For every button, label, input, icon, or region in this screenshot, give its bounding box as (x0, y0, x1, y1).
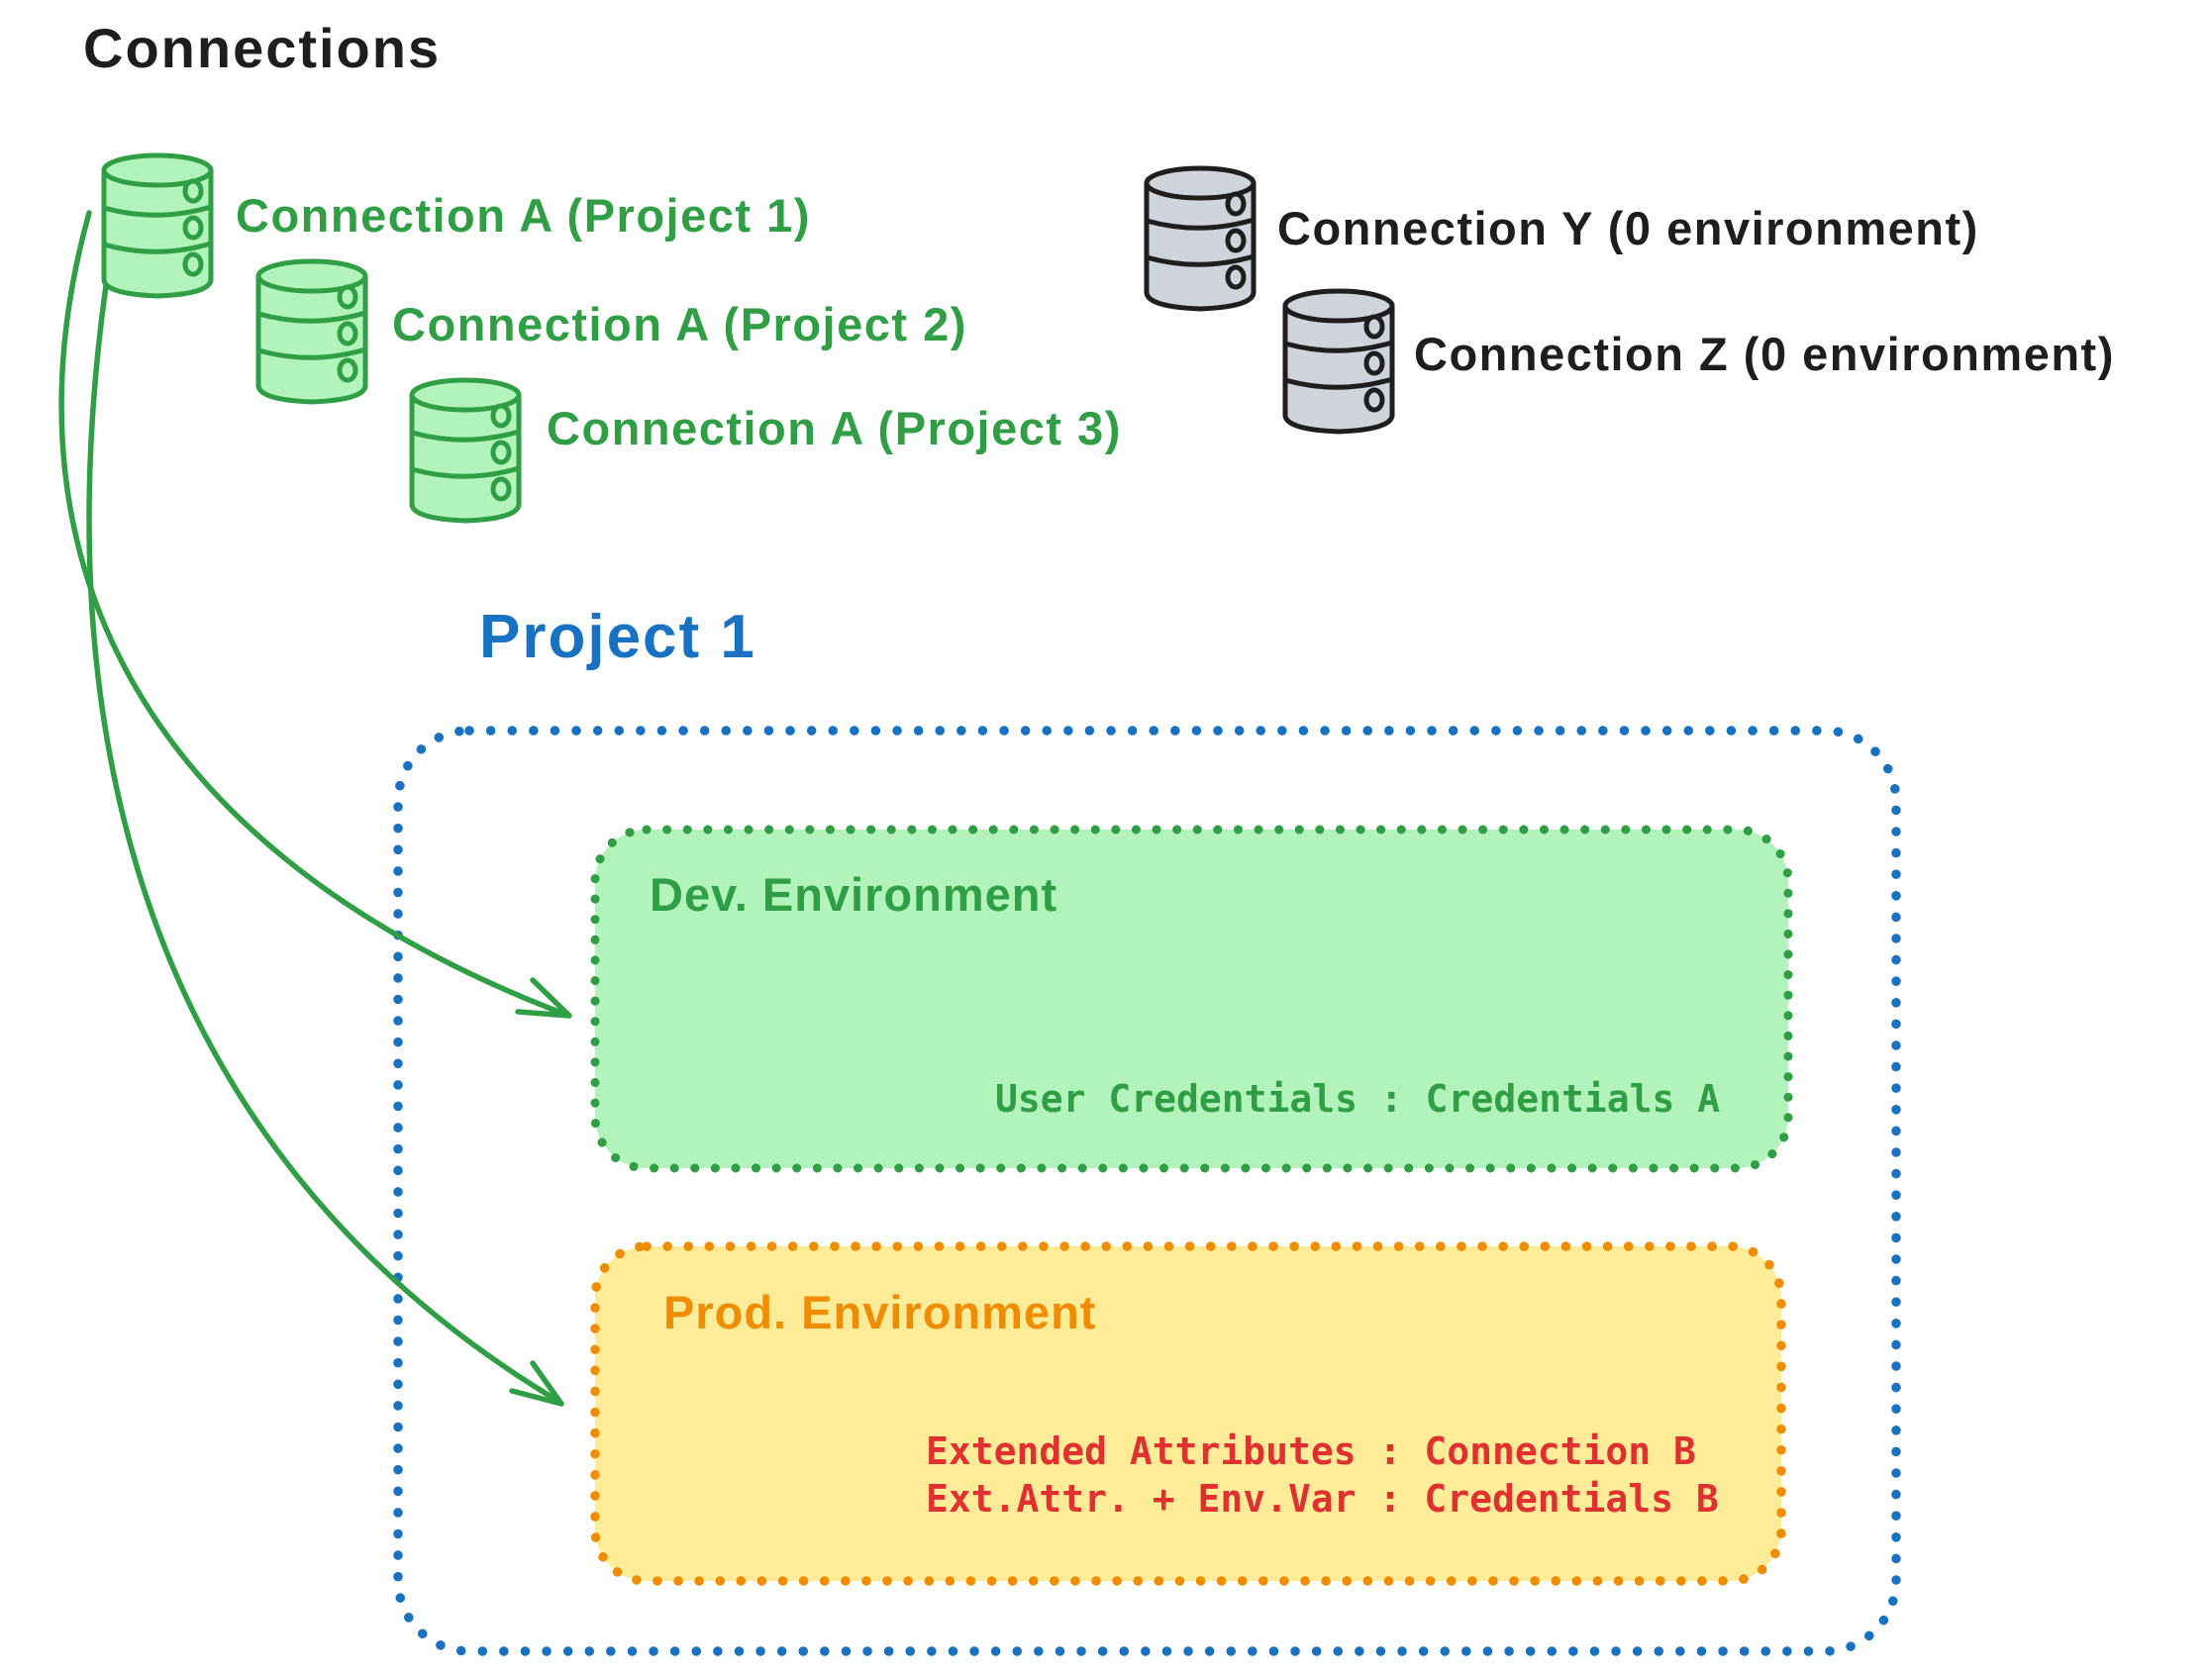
arrow-connection-a-to-dev (58, 210, 572, 1019)
project1-frame (393, 726, 1901, 1656)
database-icon-connection-y (1147, 168, 1254, 309)
connection-a-project2-label: Connection A (Project 2) (392, 298, 967, 350)
prod-environment-binding-line-2: Ext.Attr. + Env.Var : Credentials B (926, 1477, 1719, 1521)
connection-a-project3-label: Connection A (Project 3) (547, 402, 1122, 454)
database-icon-connection-a-project2 (258, 261, 365, 402)
connection-y-label: Connection Y (0 environment) (1277, 202, 1979, 254)
connection-a-project1-label: Connection A (Project 1) (236, 189, 811, 242)
database-icon-connection-a-project1 (104, 155, 211, 296)
dev-environment-title: Dev. Environment (650, 868, 1058, 921)
prod-environment-binding-line-1: Extended Attributes : Connection B (926, 1429, 1696, 1473)
project1-title: Project 1 (479, 603, 756, 671)
database-icon-connection-a-project3 (412, 380, 519, 521)
database-icon-connection-z (1285, 291, 1392, 432)
dev-environment-credentials-line: User Credentials : Credentials A (995, 1077, 1721, 1121)
prod-environment-box (590, 1241, 1786, 1586)
connection-z-label: Connection Z (0 environment) (1414, 328, 2115, 380)
diagram-title: Connections (83, 17, 442, 79)
arrow-connection-a-to-prod (86, 249, 564, 1407)
dev-environment-box (590, 825, 1793, 1173)
prod-environment-title: Prod. Environment (663, 1286, 1097, 1338)
